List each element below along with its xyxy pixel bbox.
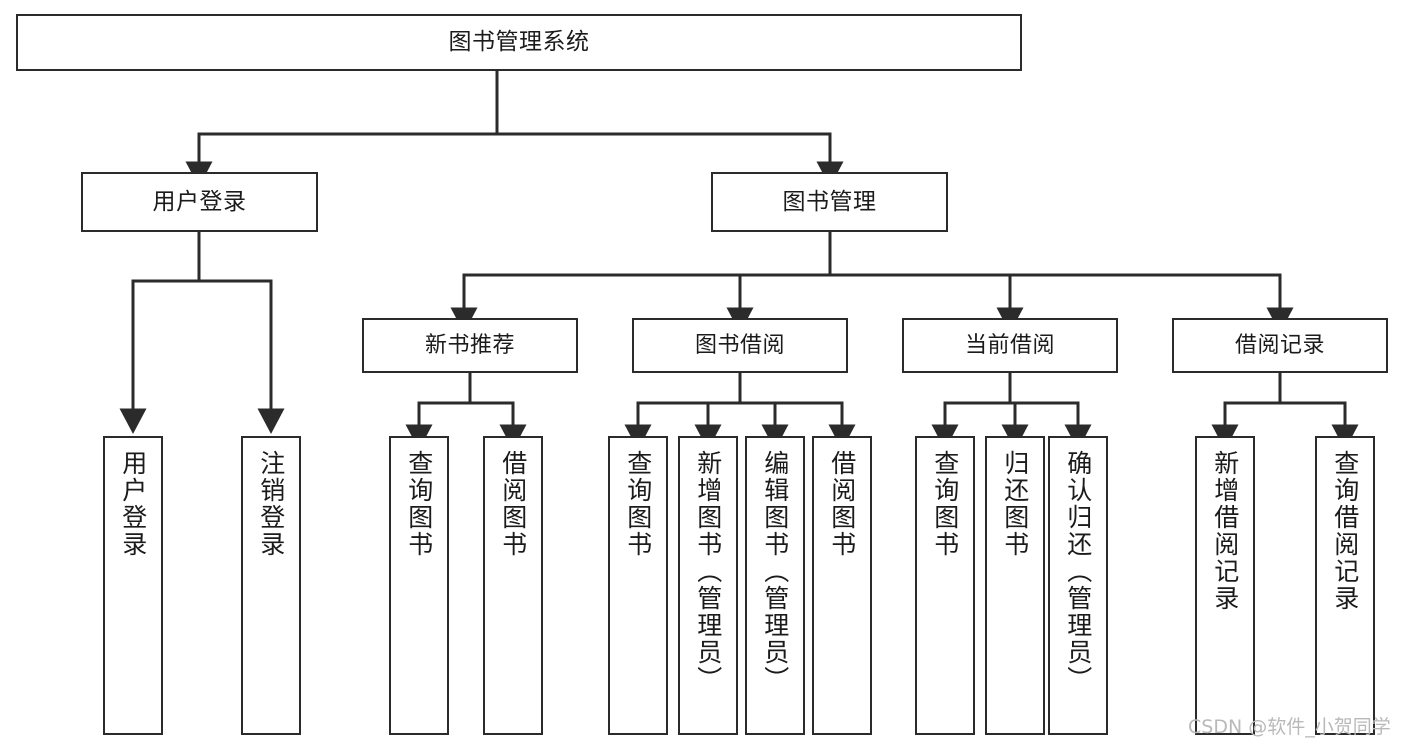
edge-user-login-to-leaf-user-login (119, 279, 199, 434)
node-leaf-borrow-book-1[interactable]: 借阅图书 (483, 436, 543, 735)
node-leaf-query-record[interactable]: 查询借阅记录 (1315, 436, 1375, 735)
node-leaf-user-login[interactable]: 用户登录 (103, 436, 163, 735)
node-new-book-recommend-label: 新书推荐 (424, 332, 515, 358)
node-current-borrow-label: 当前借阅 (964, 332, 1055, 358)
node-leaf-confirm-return-label: 确认归还（管理员） (1063, 450, 1093, 693)
node-new-book-recommend[interactable]: 新书推荐 (362, 318, 578, 373)
edge-user-login-to-leaf-logout (199, 279, 285, 434)
node-root-label: 图书管理系统 (448, 29, 590, 56)
edge-root-to-book-management (497, 132, 844, 187)
node-book-management-label: 图书管理 (782, 188, 877, 215)
edge-bm-to-borrow-record (830, 273, 1294, 333)
node-borrow-record-label: 借阅记录 (1234, 332, 1325, 358)
node-leaf-query-book-2-label: 查询图书 (623, 450, 653, 558)
node-leaf-logout-login[interactable]: 注销登录 (241, 436, 301, 735)
watermark-text: CSDN @软件_小贺同学 (1188, 716, 1391, 738)
edge-nbr-to-borrow-book (470, 401, 527, 450)
node-book-management[interactable]: 图书管理 (711, 172, 948, 232)
node-leaf-query-book-2[interactable]: 查询图书 (608, 436, 668, 735)
edge-cb-to-query-book (931, 401, 1010, 450)
node-leaf-borrow-book-2[interactable]: 借阅图书 (812, 436, 872, 735)
node-leaf-borrow-book-1-label: 借阅图书 (498, 450, 528, 558)
edge-bb-to-query-book (624, 401, 740, 450)
node-leaf-logout-login-label: 注销登录 (256, 450, 286, 558)
node-leaf-add-record-label: 新增借阅记录 (1210, 450, 1240, 612)
edge-br-to-query-record (1280, 401, 1359, 450)
node-user-login-label: 用户登录 (152, 188, 247, 215)
edge-bb-to-edit-book (740, 401, 789, 450)
edge-root-to-user-login (185, 132, 497, 187)
node-leaf-query-record-label: 查询借阅记录 (1330, 450, 1360, 612)
node-borrow-record[interactable]: 借阅记录 (1172, 318, 1388, 373)
node-leaf-add-book[interactable]: 新增图书（管理员） (678, 436, 738, 735)
node-leaf-query-book-3-label: 查询图书 (930, 450, 960, 558)
node-leaf-add-book-label: 新增图书（管理员） (693, 450, 723, 693)
node-book-borrow[interactable]: 图书借阅 (632, 318, 848, 373)
edge-cb-to-return-book (1001, 401, 1029, 450)
node-leaf-add-record[interactable]: 新增借阅记录 (1195, 436, 1255, 735)
node-user-login[interactable]: 用户登录 (81, 172, 318, 232)
edge-cb-to-confirm-return (1010, 401, 1092, 450)
edge-nbr-to-query-book (405, 401, 470, 450)
edge-bm-to-new-book-recommend (450, 273, 830, 333)
node-leaf-return-book[interactable]: 归还图书 (985, 436, 1045, 735)
node-leaf-query-book-3[interactable]: 查询图书 (915, 436, 975, 735)
edge-bb-to-add-book (694, 401, 740, 450)
node-leaf-confirm-return[interactable]: 确认归还（管理员） (1048, 436, 1108, 735)
node-leaf-return-book-label: 归还图书 (1000, 450, 1030, 558)
node-leaf-query-book-1[interactable]: 查询图书 (389, 436, 449, 735)
node-leaf-edit-book[interactable]: 编辑图书（管理员） (745, 436, 805, 735)
edge-bb-to-borrow-book (740, 401, 856, 450)
node-root[interactable]: 图书管理系统 (16, 14, 1022, 71)
node-current-borrow[interactable]: 当前借阅 (902, 318, 1118, 373)
edge-br-to-add-record (1211, 401, 1280, 450)
node-book-borrow-label: 图书借阅 (694, 332, 785, 358)
node-leaf-user-login-label: 用户登录 (118, 450, 148, 558)
node-leaf-edit-book-label: 编辑图书（管理员） (760, 450, 790, 693)
node-leaf-query-book-1-label: 查询图书 (404, 450, 434, 558)
node-leaf-borrow-book-2-label: 借阅图书 (827, 450, 857, 558)
edge-bm-to-current-borrow (830, 273, 1024, 333)
edge-bm-to-book-borrow (726, 273, 830, 333)
